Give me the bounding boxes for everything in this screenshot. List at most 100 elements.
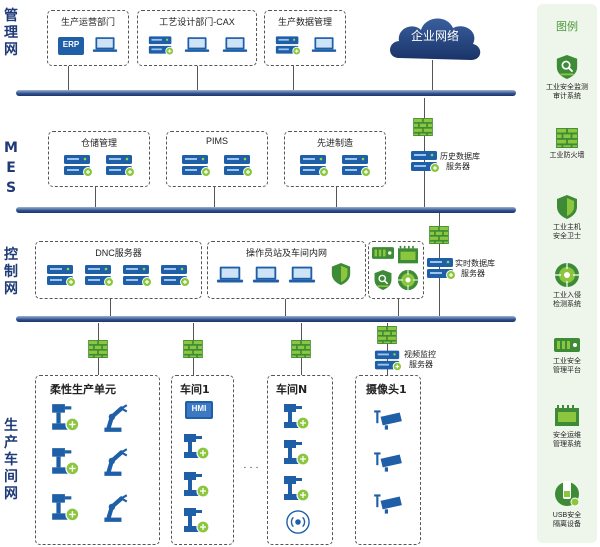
machine-icon	[282, 438, 312, 468]
box-title: 生产运营部门	[60, 17, 115, 27]
laptop-icon	[92, 35, 118, 55]
connector-prod-4	[387, 323, 388, 375]
box-workshop-1: 车间1 HMI	[171, 375, 234, 545]
camera-icon	[372, 408, 404, 432]
box-title: 生产数据管理	[277, 17, 332, 27]
legend-item-mgmt-platform: 工业安全 管理平台	[537, 336, 597, 375]
box-camera-1: 摄像头1	[355, 375, 421, 545]
box-workshop-n: 车间N	[267, 375, 333, 545]
box-pims: PIMS	[166, 131, 268, 187]
firewall-icon	[88, 340, 108, 358]
machine-icon	[50, 492, 82, 524]
cloud-label: 企业网络	[410, 29, 459, 43]
box-title: 仓储管理	[80, 138, 117, 148]
laptop-icon	[288, 264, 316, 286]
camera-icon	[372, 450, 404, 474]
box-title: 先进制造	[316, 138, 353, 148]
connector-mgmt-3	[293, 64, 294, 90]
server-icon	[341, 154, 371, 176]
layer-label-control: 控 制 网	[4, 247, 18, 297]
server-icon	[223, 154, 253, 176]
box-advanced-mfg: 先进制造	[284, 131, 386, 187]
server-icon	[160, 264, 190, 286]
video-server-icon	[374, 348, 402, 372]
laptop-icon	[222, 35, 248, 55]
server-icon	[148, 35, 174, 55]
realtime-db-label: 实时数据库 服务器	[455, 259, 495, 278]
ids-icon	[397, 269, 419, 291]
ops-system-icon	[397, 245, 419, 265]
shield-icon	[330, 262, 352, 286]
legend-item-audit: 工业安全监测 审计系统	[537, 54, 597, 101]
legend-item-host-guard: 工业主机 安全卫士	[537, 194, 597, 241]
box-title: 摄像头1	[366, 383, 407, 396]
legend-title: 图例	[556, 21, 578, 33]
usb-isolation-icon	[554, 478, 580, 508]
connector-ctrl-1	[110, 297, 111, 317]
machine-icon	[282, 474, 312, 504]
mgmt-platform-icon	[554, 336, 580, 354]
connector-mgmt-1	[68, 64, 69, 90]
server-icon	[181, 154, 211, 176]
laptop-icon	[216, 264, 244, 286]
mes-bus	[16, 207, 516, 213]
box-production-data: 生产数据管理	[264, 10, 346, 66]
box-title: 工艺设计部门-CAX	[159, 17, 235, 27]
machine-icon	[182, 432, 212, 462]
layer-label-management: 管 理 网	[4, 8, 18, 58]
legend-item-firewall: 工业防火墙	[537, 128, 597, 160]
server-icon	[63, 154, 93, 176]
machine-icon	[182, 506, 212, 536]
connector-mes-2	[214, 185, 215, 208]
legend-item-usb: USB安全 隔离设备	[537, 478, 597, 529]
ops-system-icon	[554, 404, 580, 428]
audit-icon	[373, 268, 393, 292]
firewall-icon	[291, 340, 311, 358]
shield-icon	[555, 194, 579, 220]
connector-ctrl-2	[285, 297, 286, 317]
machine-icon	[182, 470, 212, 500]
legend-item-ops-system: 安全运维 管理系统	[537, 404, 597, 449]
laptop-icon	[311, 35, 337, 55]
box-warehouse: 仓储管理	[48, 131, 150, 187]
server-icon	[299, 154, 329, 176]
layer-label-production: 生 产 车 间 网	[4, 418, 18, 502]
box-title: 车间N	[276, 383, 308, 396]
robot-icon	[98, 402, 130, 434]
box-dnc: DNC服务器	[35, 241, 202, 299]
robot-icon	[98, 446, 130, 478]
layer-label-mes: M E S	[4, 140, 18, 196]
ellipsis: · · ·	[243, 462, 259, 473]
control-bus	[16, 316, 516, 322]
hmi-label: HMI	[191, 404, 207, 413]
machine-icon	[50, 402, 82, 434]
erp-label: ERP	[62, 40, 80, 49]
server-icon	[275, 35, 301, 55]
firewall-icon	[556, 128, 578, 148]
robot-icon	[98, 492, 130, 524]
erp-badge: ERP	[58, 37, 84, 55]
history-db-server-icon	[410, 148, 440, 174]
server-icon	[105, 154, 135, 176]
management-bus	[16, 90, 516, 96]
box-title: DNC服务器	[95, 248, 142, 258]
firewall-icon	[429, 226, 449, 244]
firewall-icon	[183, 340, 203, 358]
box-title: PIMS	[205, 136, 228, 146]
enterprise-cloud-icon	[390, 18, 481, 60]
box-operator-stations: 操作员站及车间内网	[207, 241, 366, 299]
machine-icon	[282, 402, 312, 432]
server-icon	[84, 264, 114, 286]
server-icon	[122, 264, 152, 286]
audit-icon	[555, 54, 579, 80]
box-production-ops: 生产运营部门 ERP	[47, 10, 129, 66]
connector-mes-1	[95, 185, 96, 208]
firewall-icon	[377, 326, 397, 344]
firewall-icon	[413, 118, 433, 136]
box-title: 车间1	[180, 383, 210, 396]
connector-cloud	[432, 60, 433, 90]
connector-ctrl-3	[398, 297, 399, 317]
box-title: 柔性生产单元	[50, 383, 116, 396]
wireless-router-icon	[286, 510, 310, 534]
connector-mes-3	[336, 185, 337, 208]
